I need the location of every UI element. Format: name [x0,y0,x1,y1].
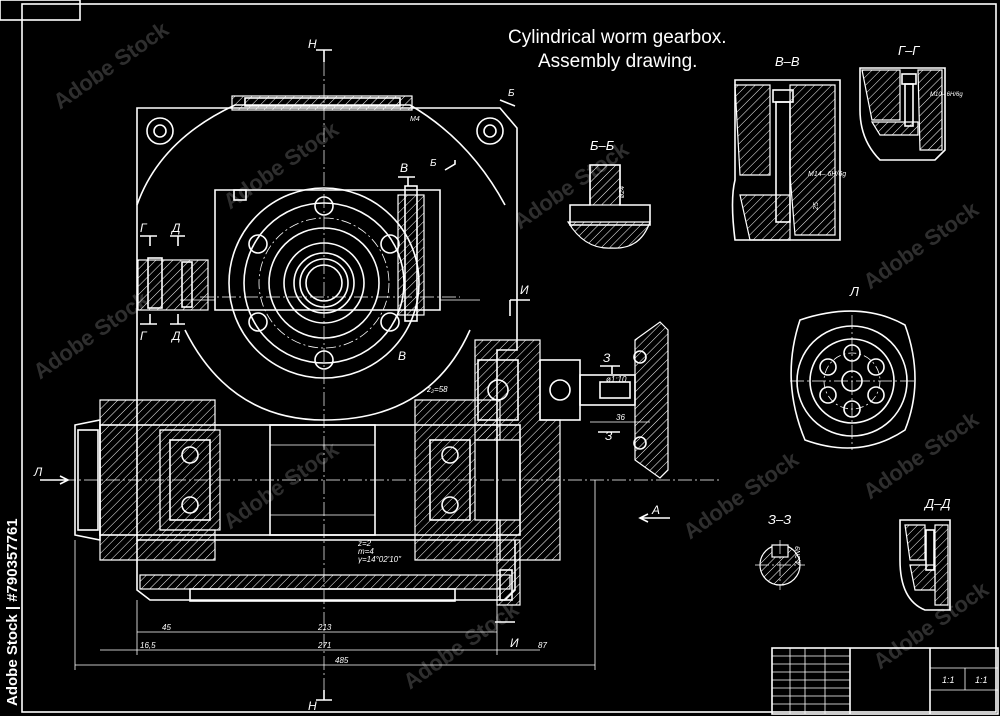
svg-text:Г: Г [140,221,148,235]
svg-text:Adobe Stock: Adobe Stock [859,406,984,504]
section-markers: Н Н Б Б В В Г Д Г Д И И З З Л [33,37,670,713]
svg-text:В: В [398,349,406,363]
svg-text:И: И [510,636,519,650]
svg-text:Adobe Stock: Adobe Stock [399,596,524,694]
svg-text:Н: Н [308,37,317,51]
dim-36: 36 [616,413,625,422]
dim-213: 213 [317,623,332,632]
svg-text:А: А [651,503,660,517]
svg-text:γ=14°02'10": γ=14°02'10" [358,555,402,564]
section-bb: Б–Б ø24 [566,138,651,249]
svg-text:Б: Б [430,158,437,169]
svg-text:З: З [605,429,613,443]
section-zz: З–З 4,2N9 [755,512,805,590]
dimension-lines [74,421,650,670]
dim-taper: ø1:10 [606,375,627,384]
view-title-gg: Г–Г [898,43,920,58]
dim-m14: M14– 6H/6g [808,171,846,178]
svg-text:Adobe Stock: Adobe Stock [869,576,994,674]
main-view: 45 213 16,5 271 485 87 36 z₂=58 ø1:10 M4… [33,37,720,713]
svg-text:З: З [603,351,611,365]
section-gg: Г–Г M10– 6H/6g [859,43,963,161]
view-title-bb: Б–Б [590,138,615,153]
scale-label: 1:1 [975,675,988,685]
svg-text:ø24: ø24 [619,186,626,198]
dim-485: 485 [335,656,349,665]
worm-parameters: z=2 m=4 γ=14°02'10" [357,539,402,564]
svg-text:Adobe Stock: Adobe Stock [859,196,984,294]
svg-text:m=4: m=4 [358,547,374,556]
svg-text:25: 25 [813,202,820,211]
view-title-dd: Д–Д [923,496,951,511]
svg-text:Б: Б [508,88,515,99]
view-l: Л [790,284,916,450]
svg-text:Д: Д [170,329,181,343]
dim-271: 271 [317,641,331,650]
dim-m10: M10– 6H/6g [930,92,963,98]
svg-text:Adobe Stock: Adobe Stock [49,16,174,114]
dim-m4: M4 [410,116,420,123]
dim-87: 87 [538,641,547,650]
dim-16-5: 16,5 [140,641,156,650]
view-title-vv: В–В [775,54,800,69]
title-block: 1:1 1:1 [771,647,999,715]
title-line-2: Assembly drawing. [538,51,697,72]
svg-text:1:1: 1:1 [942,675,955,685]
svg-text:Adobe Stock: Adobe Stock [29,286,154,384]
section-vv: В–В M14– 6H/6g 25 [731,54,846,241]
svg-text:Л: Л [33,465,43,479]
svg-text:Adobe Stock: Adobe Stock [679,446,804,544]
svg-text:z=2: z=2 [357,539,372,548]
svg-text:И: И [520,283,529,297]
svg-text:Adobe Stock: Adobe Stock [219,436,344,534]
svg-text:В: В [400,161,408,175]
section-dd: Д–Д [899,496,951,611]
title-line-1: Cylindrical worm gearbox. [508,27,727,48]
view-title-l: Л [849,284,859,299]
svg-text:Н: Н [308,699,317,713]
dim-45: 45 [162,623,171,632]
svg-text:4,2N9: 4,2N9 [795,546,802,565]
svg-text:Г: Г [140,329,148,343]
svg-text:Д: Д [170,221,181,235]
drawing-title: Cylindrical worm gearbox. Assembly drawi… [508,27,727,72]
view-title-zz: З–З [768,512,791,527]
dim-z2: z₂=58 [426,385,448,394]
stock-id-label: Adobe Stock | #790357761 [4,518,21,706]
